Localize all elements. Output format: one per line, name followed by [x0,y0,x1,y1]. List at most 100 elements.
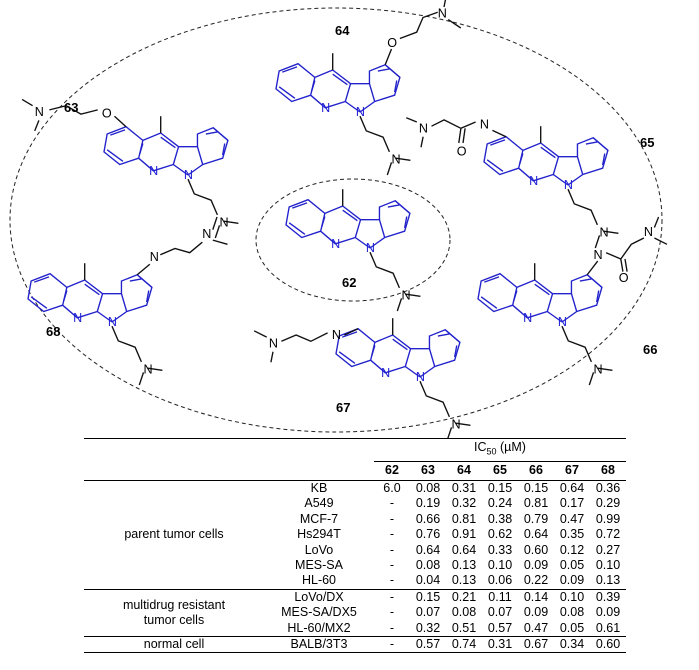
ic50-value: 0.09 [523,605,549,620]
svg-text:N: N [73,311,82,325]
ic50-value: - [389,527,395,542]
ic50-value: 0.04 [415,573,441,588]
ic50-subscript: 50 [486,446,497,457]
compound-header: 68 [590,461,626,481]
ic50-value: 0.91 [451,527,477,542]
ic50-value: 0.15 [482,480,518,497]
ic50-value: - [389,605,395,620]
ic50-value: 0.22 [523,573,549,588]
group-label-line: parent tumor cells [124,527,224,542]
svg-text:N: N [452,417,461,431]
ic50-value: 0.35 [559,527,585,542]
ic50-value: 0.36 [590,480,626,497]
structure-67: N N N N N [253,317,472,438]
svg-text:N: N [184,168,193,182]
ic50-value: 0.66 [415,511,441,526]
ic50-value: 0.09 [523,558,549,573]
ic50-value: 0.57 [487,620,513,635]
ic50-value: 0.99 [595,511,621,526]
svg-text:O: O [102,106,112,120]
ic50-value: 0.08 [559,605,585,620]
compound-label-63: 63 [64,100,78,115]
ic50-value: 0.32 [415,620,441,635]
cell-line-name: MES-SA/DX5 [281,605,357,620]
group-label-line: multidrug resistant [122,597,226,612]
svg-text:N: N [480,117,489,131]
cell-line-name: Hs294T [297,527,341,542]
ic50-value: 0.64 [451,542,477,557]
ic50-value: 0.24 [487,496,513,511]
ic50-value: 0.07 [415,605,441,620]
ic50-value: 0.07 [487,605,513,620]
svg-text:N: N [600,225,609,239]
outer-ellipse [9,7,663,433]
svg-text:N: N [150,250,159,264]
compound-label-65: 65 [640,135,654,150]
ic50-value: 0.51 [451,620,477,635]
group-label: normal cell [84,636,264,654]
ic50-value: 0.19 [415,496,441,511]
svg-text:N: N [594,362,603,376]
svg-text:N: N [402,288,411,302]
ic50-value: 0.81 [451,511,477,526]
ic50-value: 0.64 [415,542,441,557]
svg-text:N: N [416,370,425,384]
svg-text:N: N [108,315,117,329]
svg-text:O: O [387,36,397,50]
ic50-value: 0.61 [595,620,621,635]
ic50-value: 0.27 [595,542,621,557]
svg-text:N: N [269,337,278,351]
svg-text:N: N [438,7,447,21]
svg-text:N: N [594,248,603,262]
ic50-value: - [389,573,395,588]
compound-header: 67 [554,461,590,481]
compound-header: 63 [410,461,446,481]
svg-text:N: N [419,122,428,136]
header-blank [84,438,374,462]
compound-label-64: 64 [335,23,350,38]
ic50-value: 0.81 [523,496,549,511]
ic50-value: 0.67 [518,636,554,654]
ic50-value: 0.09 [559,573,585,588]
svg-text:N: N [144,362,153,376]
cell-line-name: A549 [304,496,334,511]
ic50-value: 0.12 [559,542,585,557]
ic50-value: 0.57 [410,636,446,654]
ic50-value: - [374,588,410,606]
svg-text:O: O [457,145,467,159]
structure-68: N N N N N [27,216,228,386]
ic50-value: 0.11 [482,588,518,606]
svg-text:N: N [529,174,538,188]
svg-text:N: N [392,152,401,166]
svg-text:N: N [644,225,653,239]
ic50-value: 0.08 [410,480,446,497]
ic50-value: 0.13 [451,573,477,588]
ic50-value: 0.32 [451,496,477,511]
structure-65: N N N N O N [406,117,620,249]
compound-header: 62 [374,461,410,481]
cell-line-name: MCF-7 [299,511,339,526]
svg-text:N: N [321,101,330,115]
svg-text:N: N [564,178,573,192]
blank [84,462,264,481]
ic50-value: 0.64 [523,527,549,542]
svg-text:N: N [356,105,365,119]
ic50-value: 0.64 [554,480,590,497]
cell-line-name: MES-SA [295,558,343,573]
ic50-value: 0.13 [451,558,477,573]
ic50-value: 0.09 [595,605,621,620]
ic50-value: - [389,620,395,635]
svg-text:N: N [35,105,44,119]
ic50-value: 0.05 [559,620,585,635]
ic50-value: 0.34 [554,636,590,654]
ic50-value: 0.79 [523,511,549,526]
ic50-value: 0.47 [559,511,585,526]
ic50-value: 0.10 [595,558,621,573]
